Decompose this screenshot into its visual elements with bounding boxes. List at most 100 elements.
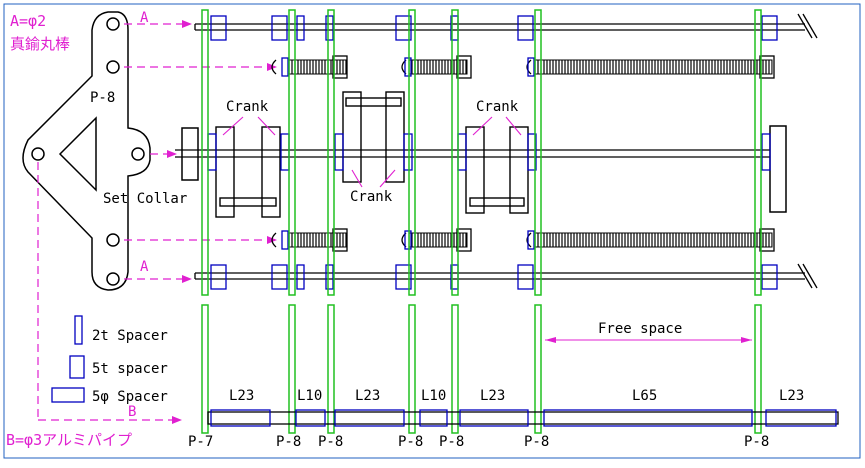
green-plate — [327, 9, 335, 296]
pipe-spacer — [334, 409, 405, 427]
spacer-5t — [210, 264, 227, 290]
crank-label-2: Crank — [350, 189, 393, 205]
segment-label: L10 — [421, 388, 446, 404]
hole-6 — [106, 272, 120, 286]
set-collar-label: Set Collar — [103, 191, 187, 207]
crank-leaders — [222, 116, 522, 188]
plate-id-label: P-7 — [188, 434, 213, 450]
spacer-5t — [395, 15, 412, 41]
b-definition: B=φ3アルミパイプ — [6, 431, 132, 449]
green-plate-lower — [754, 304, 762, 434]
spacer-2t — [296, 264, 305, 290]
leader-arrows — [167, 20, 277, 424]
threaded-rod-upper — [271, 55, 775, 79]
hole-2 — [106, 60, 120, 74]
spacer-2t — [403, 133, 413, 171]
hole-3 — [131, 147, 145, 161]
legend-5phi-icon — [51, 387, 85, 403]
plate-id-label: P-8 — [744, 434, 769, 450]
segment-label: L10 — [297, 388, 322, 404]
legend-5phi-label: 5φ Spacer — [92, 389, 168, 405]
a-material: 真鍮丸棒 — [10, 35, 70, 53]
pipe-spacer — [419, 409, 448, 427]
green-plate-lower — [327, 304, 335, 434]
end-block — [769, 125, 787, 213]
spacer-group — [207, 15, 778, 290]
pipe-spacer — [543, 409, 753, 427]
segment-label: L23 — [355, 388, 380, 404]
a-label-top: A — [140, 10, 149, 26]
spacer-2t — [457, 133, 467, 171]
plate-id-label: P-8 — [439, 434, 464, 450]
set-collar — [181, 127, 199, 181]
plate-id-label: P-8 — [318, 434, 343, 450]
segment-label: L23 — [779, 388, 804, 404]
spacer-5t — [271, 264, 288, 290]
plate-id-label: P-8 — [524, 434, 549, 450]
spacer-2t — [527, 57, 535, 77]
spacer-2t — [296, 15, 305, 41]
hole-1 — [106, 17, 120, 31]
spacer-5t — [761, 15, 778, 41]
a-definition: A=φ2 — [10, 12, 46, 30]
spacer-5t — [271, 15, 288, 41]
spacer-2t — [280, 133, 290, 171]
green-plate — [288, 9, 296, 296]
spacer-2t — [404, 57, 412, 77]
legend-2t-icon — [74, 315, 83, 345]
spacer-5t — [395, 264, 412, 290]
crank-3 — [465, 126, 529, 214]
spacer-2t — [334, 133, 344, 171]
crank-1 — [215, 126, 281, 218]
crank-2 — [342, 91, 405, 183]
spacer-2t — [207, 133, 217, 171]
frame-plates — [201, 9, 762, 434]
green-plate-lower — [451, 304, 459, 434]
pipe-spacer — [210, 409, 271, 427]
pipe-spacer — [459, 409, 529, 427]
spacer-5t — [517, 264, 534, 290]
threaded-rod-lower — [271, 228, 775, 252]
crank-label-1: Crank — [226, 99, 269, 115]
bottom-pipe — [207, 411, 839, 425]
drawing-frame — [3, 3, 861, 459]
green-plate — [534, 9, 542, 296]
hole-4 — [31, 147, 45, 161]
leader-lines — [37, 23, 270, 421]
spacer-5t — [210, 15, 227, 41]
free-space-dimension — [545, 337, 752, 343]
green-plate-lower — [408, 304, 416, 434]
green-plate — [201, 9, 209, 296]
legend-5t-label: 5t spacer — [92, 361, 168, 377]
plate-cutout — [58, 116, 97, 192]
b-label: B — [128, 404, 136, 420]
spacer-5t — [517, 15, 534, 41]
green-plate — [451, 9, 459, 296]
a-label-bottom: A — [140, 259, 149, 275]
hole-5 — [106, 233, 120, 247]
green-plate — [754, 9, 762, 296]
green-plate-lower — [288, 304, 296, 434]
spacer-2t — [281, 57, 289, 77]
green-plate-lower — [201, 304, 209, 434]
segment-label: L65 — [632, 388, 657, 404]
spacer-5t — [761, 264, 778, 290]
segment-label: L23 — [229, 388, 254, 404]
spacer-2t — [527, 133, 537, 171]
crank-label-3: Crank — [476, 99, 519, 115]
plate-id-label: P-8 — [276, 434, 301, 450]
spacer-2t — [527, 230, 535, 250]
pipe-spacers — [210, 409, 837, 427]
legend-5t-icon — [69, 355, 85, 379]
legend-2t-label: 2t Spacer — [92, 328, 168, 344]
free-space-label: Free space — [598, 321, 682, 337]
side-plate — [22, 11, 151, 291]
spacer-2t — [325, 264, 334, 290]
green-plate — [408, 9, 416, 296]
spacer-2t — [761, 133, 771, 171]
spacer-2t — [325, 15, 334, 41]
spacer-2t — [404, 230, 412, 250]
main-shaft — [175, 149, 770, 158]
